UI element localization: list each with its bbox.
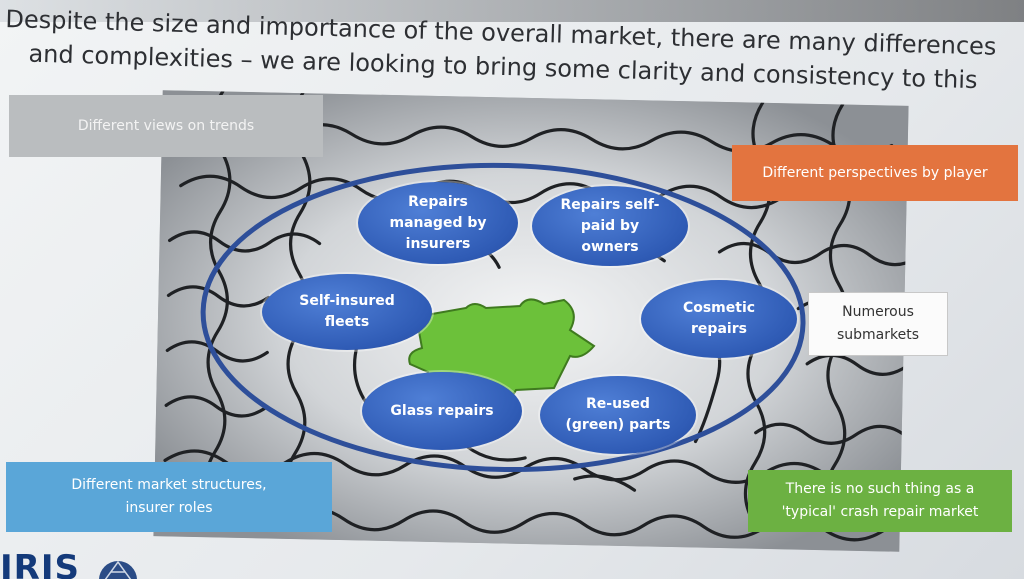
callout-different-views-on-trends: Different views on trends: [9, 95, 323, 157]
logo-text: IRIS: [0, 548, 80, 579]
callout-different-perspectives-by-player: Different perspectives by player: [732, 145, 1018, 201]
bubble-glass-repairs: Glass repairs: [362, 372, 522, 450]
blue-ring: [200, 162, 806, 473]
callout-orange-text: Different perspectives by player: [762, 164, 988, 181]
callout-different-market-structures: Different market structures,insurer role…: [6, 462, 332, 532]
logo-globe-icon: [98, 560, 137, 579]
callout-no-typical-market: There is no such thing as a'typical' cra…: [748, 470, 1012, 532]
iris-logo: IRIS: [0, 548, 139, 579]
screen-top-band: [0, 0, 1024, 22]
bubble-reused-green-parts: Re-used(green) parts: [540, 376, 696, 454]
callout-gray-text: Different views on trends: [77, 117, 255, 134]
